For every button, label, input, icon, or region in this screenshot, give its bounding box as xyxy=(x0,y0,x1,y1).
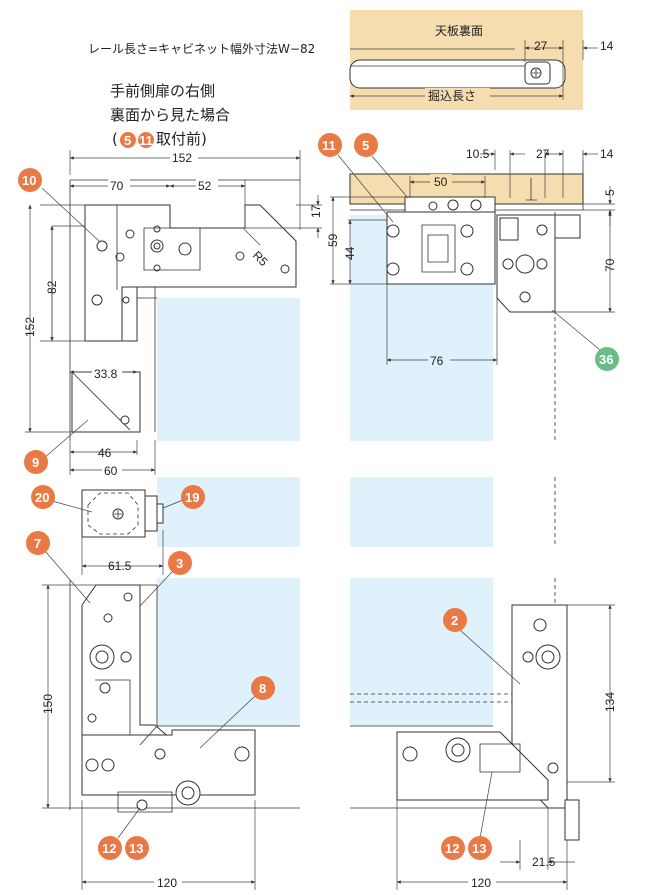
br-dim-21-5: 21.5 xyxy=(532,855,556,869)
badge-11: 11 xyxy=(322,138,336,153)
tl-dim-152-side: 152 xyxy=(23,317,37,337)
glass-bottom-left xyxy=(157,578,300,726)
tr-dim-50: 50 xyxy=(434,175,448,189)
slider-housing-5 xyxy=(386,211,496,285)
top-dim-14: 14 xyxy=(600,39,614,53)
badge-12-left: 12 xyxy=(102,841,116,856)
br-dim-134: 134 xyxy=(603,692,617,712)
insert-length-label: 掘込長さ xyxy=(428,88,476,103)
br-dim-120: 120 xyxy=(471,876,491,890)
mid-dim-61-5: 61.5 xyxy=(108,559,132,573)
badge-3: 3 xyxy=(176,556,183,571)
top-rail-wheel xyxy=(524,61,551,85)
tr-dim-76: 76 xyxy=(430,354,444,368)
badge-8: 8 xyxy=(259,681,266,696)
top-note: 天板裏面 レール長さ=キャビネット幅外寸法W−82 27 14 掘込長さ xyxy=(88,10,614,110)
bl-dim-150: 150 xyxy=(41,694,55,714)
caption-badge-11: 11 xyxy=(139,133,153,148)
tl-dim-52: 52 xyxy=(198,179,212,193)
caption-line-2: 裏面から見た場合 xyxy=(110,106,230,124)
top-dim-27: 27 xyxy=(534,39,548,53)
badge-20: 20 xyxy=(35,490,49,505)
badge-13-right: 13 xyxy=(472,841,486,856)
tr-dim-59: 59 xyxy=(326,233,340,247)
glass-bottom-right xyxy=(350,578,493,726)
bottom-left-view: 150 120 7 3 8 12 13 xyxy=(26,531,300,890)
tl-dim-60: 60 xyxy=(104,464,118,478)
tr-dim-5: 5 xyxy=(603,189,617,196)
tr-dim-70: 70 xyxy=(603,258,617,272)
view-caption: 手前側扉の右側 裏面から見た場合 ( 5 11 取付前) xyxy=(110,82,230,148)
tl-dim-152-top: 152 xyxy=(172,151,192,165)
tl-dim-70: 70 xyxy=(110,179,124,193)
badge-12-right: 12 xyxy=(445,841,459,856)
tl-dim-17: 17 xyxy=(309,204,323,218)
caption-line-3: 取付前) xyxy=(156,130,207,148)
tl-dim-46: 46 xyxy=(98,446,112,460)
badge-19: 19 xyxy=(185,490,199,505)
glass-top-left xyxy=(157,298,300,441)
bl-dim-120: 120 xyxy=(157,876,177,890)
caption-badge-5: 5 xyxy=(124,133,131,148)
bottom-right-view: 134 21.5 120 2 12 13 xyxy=(350,578,617,890)
tr-dim-10-5: 10.5 xyxy=(466,147,490,161)
corner-plate-9 xyxy=(71,371,141,433)
caption-line-1: 手前側扉の右側 xyxy=(110,82,215,100)
tr-dim-14: 14 xyxy=(600,147,614,161)
tr-dim-27: 27 xyxy=(536,147,550,161)
badge-2: 2 xyxy=(451,613,458,628)
top-right-view: 10.5 27 14 50 5 59 44 70 76 11 5 xyxy=(318,133,619,441)
rail-length-label: レール長さ=キャビネット幅外寸法W−82 xyxy=(88,41,315,56)
middle-parts: 61.5 20 19 xyxy=(31,477,556,575)
caption-open-paren: ( xyxy=(112,130,118,148)
glass-middle-left xyxy=(157,477,300,547)
badge-13-left: 13 xyxy=(129,841,143,856)
board-label: 天板裏面 xyxy=(435,23,483,38)
hinge-plate-8 xyxy=(81,729,256,796)
badge-5: 5 xyxy=(362,138,369,153)
badge-9: 9 xyxy=(32,455,39,470)
badge-36: 36 xyxy=(599,352,613,367)
tl-dim-82: 82 xyxy=(45,280,59,294)
tr-dim-44: 44 xyxy=(343,246,357,260)
clip-19 xyxy=(144,495,158,532)
badge-10: 10 xyxy=(22,173,36,188)
hinge-plate-right xyxy=(396,731,549,801)
badge-7: 7 xyxy=(34,536,41,551)
top-left-view: 152 70 52 17 R5 82 152 33.8 46 60 xyxy=(18,150,323,478)
glass-middle-right xyxy=(350,477,493,547)
tl-dim-33-8: 33.8 xyxy=(94,367,118,381)
